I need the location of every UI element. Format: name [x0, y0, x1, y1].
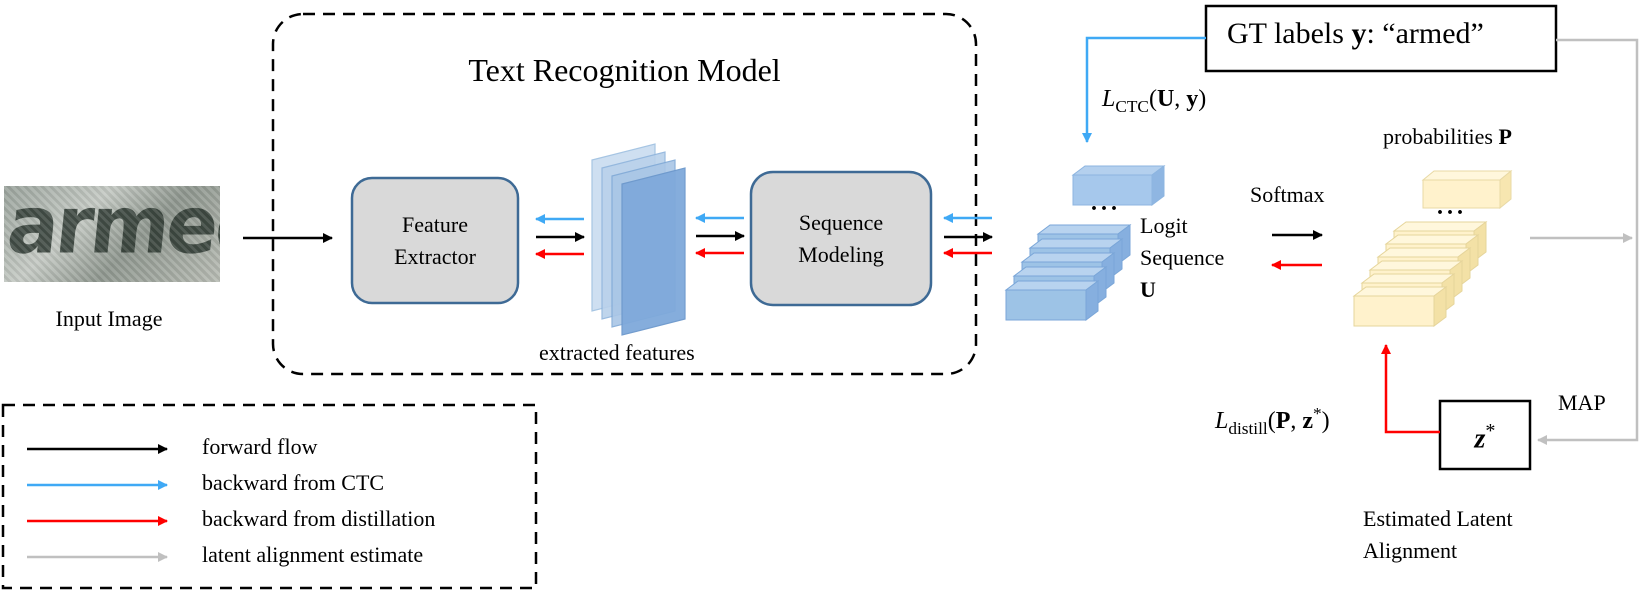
ctc-loss-label: LCTC(U, y): [1102, 86, 1207, 116]
legend-label: backward from distillation: [202, 506, 436, 531]
logit-stack-blocks: [1004, 224, 1132, 321]
z-star-box: [1438, 399, 1532, 471]
model-title: Text Recognition Model: [468, 52, 781, 88]
logit-label: Logit Sequence U: [1140, 210, 1224, 306]
feature-panel-4: [621, 167, 686, 336]
sequence-modeling-line1: Sequence: [798, 209, 884, 235]
extracted-features-stack: [591, 143, 686, 336]
legend-label: backward from CTC: [202, 470, 385, 495]
logit-line1: Logit: [1140, 213, 1188, 238]
gt-labels-symbol: y: [1351, 17, 1367, 50]
legend-box: [1, 403, 538, 590]
legend-arrows: [27, 444, 168, 562]
sequence-modeling-box: [749, 170, 933, 307]
probabilities-symbol: P: [1498, 124, 1512, 149]
distill-loss-path: [1381, 344, 1440, 434]
ctc-loss-path: [1082, 36, 1206, 143]
probabilities-label: probabilities P: [1383, 124, 1512, 149]
legend-label: forward flow: [202, 434, 318, 459]
ctc-loss-sub: CTC: [1115, 96, 1149, 116]
input-image-label: Input Image: [55, 306, 163, 331]
latent-gray-path-top: [1537, 38, 1639, 445]
distill-loss-label: Ldistill(P, z*): [1215, 404, 1330, 438]
z-star-label: z*: [1474, 419, 1496, 455]
probabilities-stack: [1352, 169, 1513, 327]
logit-symbol: U: [1140, 277, 1156, 302]
gt-labels-prefix: GT labels: [1227, 17, 1352, 50]
feature-extractor-box: [350, 176, 520, 305]
map-label: MAP: [1558, 390, 1606, 415]
logit-block: [1004, 280, 1100, 321]
logit-line2: Sequence: [1140, 245, 1225, 270]
gt-labels-text: GT labels y: “armed”: [1227, 17, 1484, 52]
input-image: armed: [4, 186, 220, 282]
logit-top-block: [1071, 165, 1166, 206]
sequence-modeling-line2: Modeling: [798, 241, 884, 267]
prob-ellipsis: ···: [1436, 200, 1467, 226]
ctc-loss-L: L: [1102, 86, 1116, 112]
gt-labels-suffix: : “armed”: [1366, 17, 1484, 50]
prob-block: [1352, 286, 1448, 327]
extracted-features-label: extracted features: [539, 340, 695, 365]
legend-label: latent alignment estimate: [202, 542, 424, 567]
feature-extractor-line1: Feature: [402, 211, 468, 237]
prob-stack-blocks: [1352, 221, 1488, 327]
softmax-label: Softmax: [1250, 182, 1325, 207]
model-container: [271, 12, 978, 376]
logit-ellipsis: ···: [1090, 196, 1121, 222]
prob-top-block: [1421, 169, 1513, 210]
feature-extractor-line2: Extractor: [394, 243, 476, 269]
logit-sequence-stack: [1004, 165, 1166, 321]
